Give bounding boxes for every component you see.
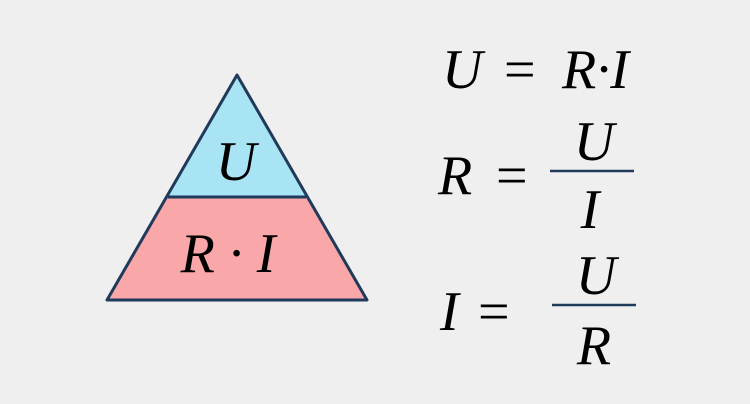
triangle-bottom-label: R · I <box>180 223 278 285</box>
triangle-outline <box>105 73 369 302</box>
formula-equals: = <box>504 39 536 101</box>
fraction-numerator: U <box>576 245 620 307</box>
triangle-top-label: U <box>216 131 260 193</box>
formula-lhs: U <box>442 39 486 101</box>
formula-equals: = <box>478 281 510 343</box>
formula-resistance: R = U I <box>437 111 634 241</box>
fraction-denominator: R <box>576 315 611 377</box>
formula-equals: = <box>496 145 528 207</box>
formula-lhs: R <box>437 145 472 207</box>
formula-current: I = U R <box>439 245 636 377</box>
ohm-triangle: U R · I <box>105 73 369 302</box>
triangle-top-section <box>168 75 306 197</box>
formula-rhs: R·I <box>561 39 631 101</box>
triangle-bottom-section <box>107 197 367 300</box>
fraction-denominator: I <box>580 179 602 241</box>
fraction-numerator: U <box>574 111 618 173</box>
formula-voltage: U = R·I <box>442 39 631 101</box>
formula-lhs: I <box>439 281 461 343</box>
